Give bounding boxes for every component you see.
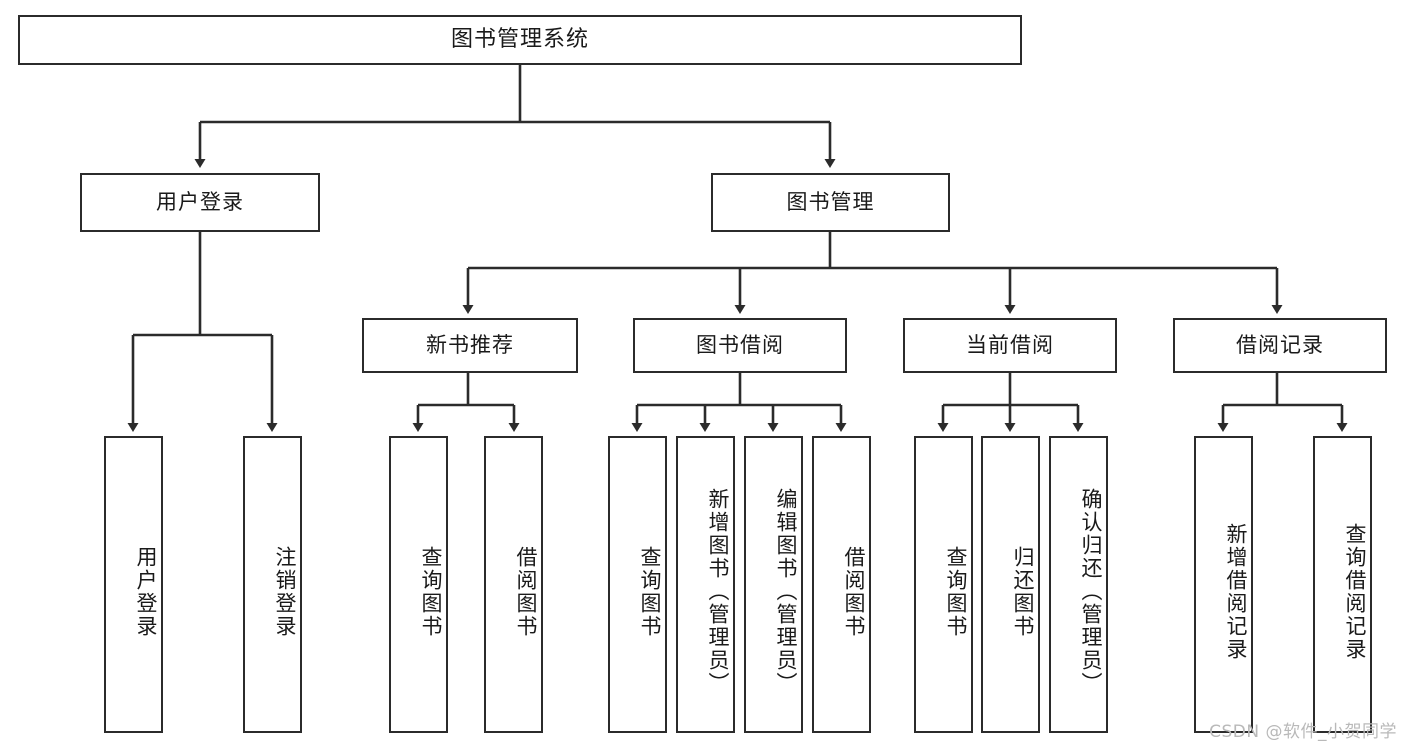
leaf-current-query-book[interactable]: 查询图书 — [914, 436, 973, 733]
leaf-record-query-record[interactable]: 查询借阅记录 — [1313, 436, 1372, 733]
leaf-label: 注销登录 — [273, 545, 297, 638]
node-label: 当前借阅 — [966, 332, 1054, 357]
leaf-new-book-query[interactable]: 查询图书 — [389, 436, 448, 733]
leaf-label: 查询图书 — [944, 545, 968, 638]
leaf-current-confirm-return-admin[interactable]: 确认归还（管理员） — [1049, 436, 1108, 733]
leaf-label: 确认归还（管理员） — [1079, 488, 1103, 695]
leaf-borrow-edit-book-admin[interactable]: 编辑图书（管理员） — [744, 436, 803, 733]
leaf-current-return-book[interactable]: 归还图书 — [981, 436, 1040, 733]
node-label: 图书管理系统 — [450, 26, 589, 52]
node-current-borrow[interactable]: 当前借阅 — [903, 318, 1117, 373]
node-root-book-management-system[interactable]: 图书管理系统 — [18, 15, 1022, 65]
leaf-label: 新增图书（管理员） — [706, 488, 730, 695]
leaf-borrow-query-book[interactable]: 查询图书 — [608, 436, 667, 733]
watermark: CSDN @软件_小贺同学 — [1209, 722, 1397, 742]
node-new-book-recommend[interactable]: 新书推荐 — [362, 318, 578, 373]
node-label: 用户登录 — [156, 189, 244, 214]
leaf-new-book-borrow[interactable]: 借阅图书 — [484, 436, 543, 733]
leaf-borrow-add-book-admin[interactable]: 新增图书（管理员） — [676, 436, 735, 733]
leaf-label: 查询借阅记录 — [1343, 522, 1367, 661]
leaf-label: 借阅图书 — [842, 545, 866, 638]
leaf-label: 新增借阅记录 — [1224, 522, 1248, 661]
node-label: 图书管理 — [786, 189, 875, 214]
leaf-label: 借阅图书 — [514, 545, 538, 638]
leaf-label: 用户登录 — [134, 545, 158, 638]
leaf-label: 编辑图书（管理员） — [774, 488, 798, 695]
leaf-borrow-borrow-book[interactable]: 借阅图书 — [812, 436, 871, 733]
node-book-management[interactable]: 图书管理 — [711, 173, 950, 232]
node-label: 借阅记录 — [1236, 332, 1324, 357]
leaf-label: 归还图书 — [1011, 545, 1035, 638]
leaf-label: 查询图书 — [419, 545, 443, 638]
node-user-login[interactable]: 用户登录 — [80, 173, 320, 232]
leaf-label: 查询图书 — [638, 545, 662, 638]
node-book-borrow[interactable]: 图书借阅 — [633, 318, 847, 373]
node-label: 图书借阅 — [696, 332, 784, 357]
leaf-record-add-record[interactable]: 新增借阅记录 — [1194, 436, 1253, 733]
node-borrow-record[interactable]: 借阅记录 — [1173, 318, 1387, 373]
leaf-user-login-logout[interactable]: 注销登录 — [243, 436, 302, 733]
node-label: 新书推荐 — [426, 332, 514, 357]
leaf-user-login-login[interactable]: 用户登录 — [104, 436, 163, 733]
